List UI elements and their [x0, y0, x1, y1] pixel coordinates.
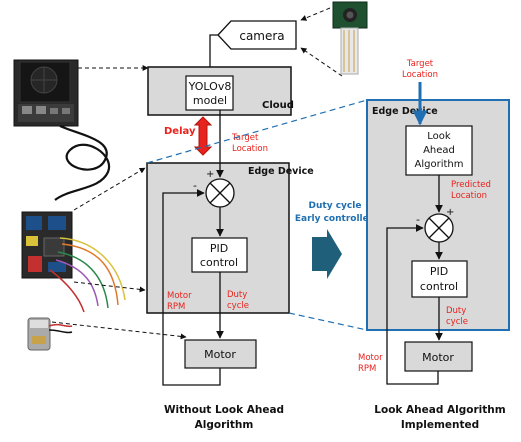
predicted-location-1: Predicted [451, 180, 491, 190]
target-location-right-1: Target [406, 59, 434, 69]
yolo-model-box [185, 75, 234, 111]
pid-label-right-1: PID [430, 265, 448, 278]
delay-arrow [193, 116, 213, 156]
look-ahead-box [405, 125, 473, 176]
transition-label-2: Early controlled [295, 214, 375, 224]
motor-driver-board-icon [21, 211, 73, 279]
feedback-loop-left [162, 189, 221, 386]
camera-label: camera [239, 29, 284, 43]
motor-rpm-left-2: RPM [167, 302, 185, 312]
feedback-loop-right [386, 224, 439, 385]
caption-left-2: Algorithm [195, 419, 254, 431]
duty-cycle-right-1: Duty [446, 306, 466, 316]
motor-label-left: Motor [204, 348, 236, 361]
transition-arrow [312, 229, 342, 279]
summing-junction-right [424, 213, 454, 243]
cloud-label: Cloud [262, 100, 294, 111]
jumper-wires [49, 237, 126, 313]
plus-sign-right: + [446, 207, 454, 218]
look-ahead-label-2: Ahead [423, 145, 455, 156]
plus-sign-left: + [206, 169, 214, 180]
duty-cycle-left-2: cycle [227, 301, 249, 311]
caption-left-1: Without Look Ahead [164, 404, 284, 416]
pid-label-right-2: control [420, 280, 458, 293]
look-ahead-label-1: Look [427, 131, 451, 142]
delay-label: Delay [164, 126, 196, 137]
pid-label-left-2: control [200, 256, 238, 269]
camera-to-model-arrow [206, 34, 218, 77]
edge-device-label-right: Edge Device [372, 106, 438, 117]
summing-junction-left [205, 178, 235, 208]
target-location-left-1: Target [231, 133, 259, 143]
motor-rpm-right-1: Motor [358, 353, 383, 363]
transition-label-1: Duty cycle [309, 201, 362, 211]
predicted-location-2: Location [451, 191, 487, 201]
yolo-model-label-2: model [193, 94, 227, 107]
minus-sign-right: - [416, 213, 420, 226]
zoom-lines [146, 99, 368, 331]
duty-cycle-left-1: Duty [227, 290, 247, 300]
duty-cycle-right-2: cycle [446, 317, 468, 327]
jetson-board-icon [13, 59, 79, 127]
minus-sign-left: - [193, 179, 197, 192]
edge-device-label-left: Edge Device [248, 166, 314, 177]
camera-module-icon [332, 1, 368, 75]
pid-box-left [191, 237, 248, 273]
hardware-leader-lines [51, 7, 343, 340]
pid-label-left-1: PID [210, 242, 228, 255]
motor-rpm-left-1: Motor [167, 291, 192, 301]
motor-box-left [184, 339, 257, 369]
motor-label-right: Motor [422, 351, 454, 364]
camera-node: camera [217, 20, 297, 50]
usb-cable [54, 124, 111, 201]
dc-motor-icon [27, 317, 73, 351]
target-location-left-2: Location [232, 144, 268, 154]
yolo-model-label-1: YOLOv8 [188, 80, 232, 93]
motor-box-right [404, 341, 473, 372]
look-ahead-label-3: Algorithm [415, 159, 464, 170]
caption-right-1: Look Ahead Algorithm [374, 404, 505, 416]
caption-right-2: Implemented [401, 419, 479, 431]
target-location-right-2: Location [402, 70, 438, 80]
motor-rpm-right-2: RPM [358, 364, 376, 374]
pid-box-right [411, 260, 468, 298]
